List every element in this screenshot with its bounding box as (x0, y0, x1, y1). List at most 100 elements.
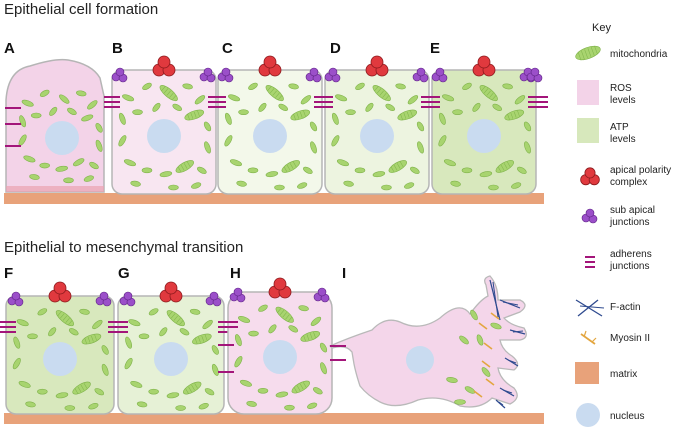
panel-label-e: E (430, 40, 440, 57)
matrix-strip-bottom (4, 413, 544, 424)
apical-polarity-complex (365, 55, 389, 77)
key-swatch-myosin-ii (580, 330, 597, 345)
mitochondrion (479, 85, 498, 102)
mitochondrion (524, 141, 531, 154)
nucleus (45, 121, 79, 155)
mitochondrion (159, 85, 178, 102)
mitochondrion (309, 121, 318, 132)
myosin-ii (478, 322, 488, 330)
cell-i-mesenchymal (328, 275, 527, 409)
mitochondrion (72, 381, 91, 395)
mitochondrion (189, 308, 201, 315)
mitochondrion (450, 180, 461, 187)
mitochondrion (87, 100, 98, 110)
mitochondrion (511, 182, 522, 189)
adherens-junction (112, 321, 128, 333)
panel-label-a: A (4, 40, 15, 57)
mitochondrion (152, 102, 161, 112)
myosin-ii (483, 342, 493, 350)
mitochondrion (83, 175, 94, 182)
mitochondrion (238, 316, 251, 323)
mitochondrion (335, 94, 348, 102)
mitochondrion (336, 159, 349, 167)
mitochondrion (385, 103, 396, 111)
mitochondrion (395, 83, 406, 90)
key-swatch-matrix (575, 362, 599, 384)
mitochondrion (397, 109, 418, 121)
mitochondrion (175, 405, 186, 411)
mitochondrion (345, 109, 356, 115)
epithelial-cell (0, 281, 124, 415)
sub-apical-junction (217, 67, 234, 83)
adherens-junction (222, 321, 238, 328)
mitochondrion (372, 171, 386, 178)
mitochondrion (179, 328, 190, 336)
mitochondrion (248, 82, 258, 91)
f-actin-filament (504, 357, 519, 367)
mitochondrion (166, 310, 185, 327)
mitochondrion (365, 102, 374, 112)
mitochondrion (19, 115, 27, 128)
mitochondrion (407, 95, 419, 105)
sub-apical-junction (229, 287, 246, 303)
mitochondrion (159, 327, 168, 337)
mitochondrion (472, 102, 481, 112)
nucleus (360, 119, 394, 153)
mitochondrion (37, 308, 48, 316)
mitochondrion (13, 336, 21, 349)
mitochondrion (76, 90, 87, 97)
mitochondrion (310, 316, 322, 326)
mitochondrion (94, 388, 105, 396)
mitochondrion (268, 324, 277, 334)
mitochondrion (55, 310, 75, 327)
mitochondrion (194, 95, 206, 105)
mitochondrion (388, 160, 407, 173)
mitochondrion (265, 171, 279, 178)
f-actin-filament (502, 389, 513, 394)
key-swatch-ros (577, 80, 599, 105)
mitochondrion (55, 392, 69, 399)
mitochondrion (118, 112, 126, 125)
epithelial-cell (424, 55, 544, 195)
mitochondrion (39, 89, 50, 97)
mitochondrion (95, 122, 103, 133)
epithelial-cell (210, 55, 330, 195)
f-actin-filament (579, 305, 605, 309)
mitochondrion (490, 322, 502, 330)
mitochondrion (191, 182, 202, 189)
mitochondrion (461, 167, 473, 174)
sub-apical-junction (205, 291, 222, 307)
key-swatch-atp (577, 118, 599, 143)
mitochondrion (48, 327, 57, 337)
key-label-matrix: matrix (610, 369, 637, 380)
mitochondrion (464, 386, 476, 394)
mitochondrion (307, 402, 318, 410)
key-swatch-nucleus (576, 403, 600, 427)
mitochondrion (166, 392, 180, 399)
mitochondrion (275, 391, 289, 398)
mitochondrion (488, 184, 499, 191)
mitochondrion (202, 319, 213, 330)
mitochondrion (228, 94, 241, 102)
epithelial-cell (317, 55, 437, 195)
sub-apical-junction (412, 67, 429, 83)
adherens-junction (210, 96, 226, 108)
f-actin-filament (502, 301, 519, 306)
f-actin-filament (492, 281, 499, 318)
mitochondrion (416, 121, 425, 132)
mitochondrion (247, 167, 259, 174)
mitochondrion (575, 45, 601, 61)
mitochondrion (417, 141, 424, 154)
sub-apical-junction (111, 67, 128, 83)
mitochondrion (284, 404, 295, 411)
key-swatch-mitochondria (575, 45, 601, 61)
mitochondrion (203, 121, 212, 132)
mitochondrion (234, 334, 242, 347)
bottom-section-title: Epithelial to mesenchymal transition (4, 239, 243, 256)
mitochondrion (381, 184, 392, 191)
mitochondrion (495, 160, 514, 173)
mitochondrion (288, 325, 299, 333)
mitochondrion (198, 402, 209, 410)
mitochondrion (148, 308, 159, 316)
mitochondrion (372, 85, 391, 102)
